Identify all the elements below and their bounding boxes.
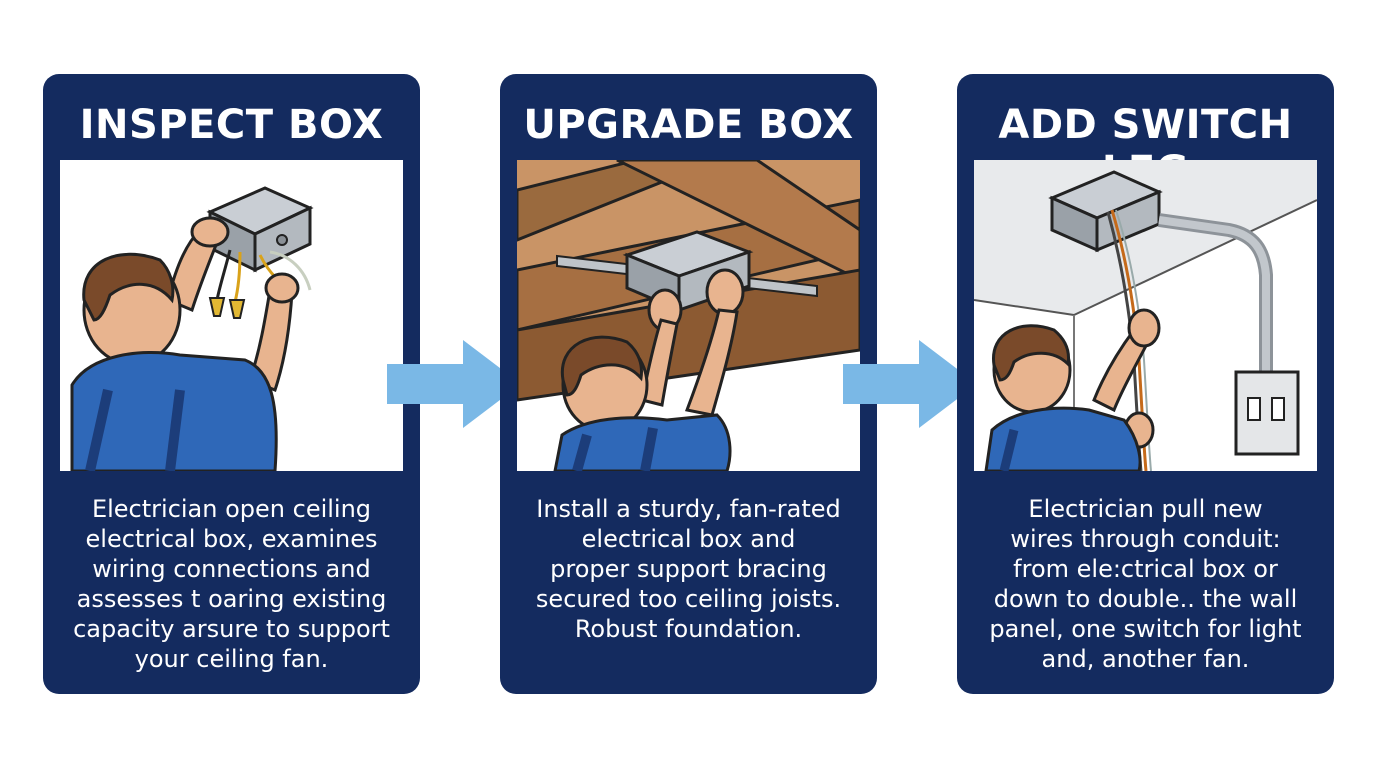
step-description-line: Install a sturdy, fan-rated: [536, 495, 841, 523]
step-description: Install a sturdy, fan-rated electrical b…: [510, 494, 867, 644]
add-switch-leg-illustration: [974, 160, 1317, 471]
step-card-inspect-box: INSPECT BOX: [43, 74, 420, 694]
step-card-add-switch-leg: ADD SWITCH LEG: [957, 74, 1334, 694]
electrician-inspecting-box-image: [60, 160, 403, 471]
step-description-line: Robust foundation.: [574, 615, 803, 643]
step-title: UPGRADE BOX: [523, 102, 854, 148]
step-title: INSPECT BOX: [79, 102, 384, 148]
step-description-line: capacity arsure to support: [73, 615, 390, 643]
step-card-upgrade-box: UPGRADE BOX: [500, 74, 877, 694]
upgrade-box-illustration: [517, 160, 860, 471]
step-description-line: your ceiling fan.: [134, 645, 329, 673]
step-description-line: Electrician pull new: [1028, 495, 1263, 523]
step-description-line: proper support bracing: [550, 555, 827, 583]
step-description-line: down to double.. the wall: [993, 585, 1298, 613]
electrician-installing-box-image: [517, 160, 860, 471]
step-description-line: electrical box, examines: [85, 525, 378, 553]
inspect-box-illustration: [60, 160, 403, 471]
right-arrow-icon: [387, 340, 521, 428]
step-description-line: panel, one switch for light: [989, 615, 1302, 643]
step-description-line: electrical box and: [581, 525, 796, 553]
step-description: Electrician open ceiling electrical box,…: [53, 494, 410, 674]
step-description-line: assesses t oaring existing: [76, 585, 387, 613]
step-description-line: wires through conduit:: [1010, 525, 1281, 553]
step-description-line: and, another fan.: [1041, 645, 1250, 673]
step-description-line: from ele:ctrical box or: [1013, 555, 1278, 583]
step-description-line: wiring connections and: [92, 555, 371, 583]
electrician-pulling-wire-image: [974, 160, 1317, 471]
right-arrow-icon: [843, 340, 977, 428]
step-description: Electrician pull new wires through condu…: [967, 494, 1324, 674]
step-description-line: Electrician open ceiling: [91, 495, 372, 523]
step-description-line: secured too ceiling joists.: [535, 585, 842, 613]
